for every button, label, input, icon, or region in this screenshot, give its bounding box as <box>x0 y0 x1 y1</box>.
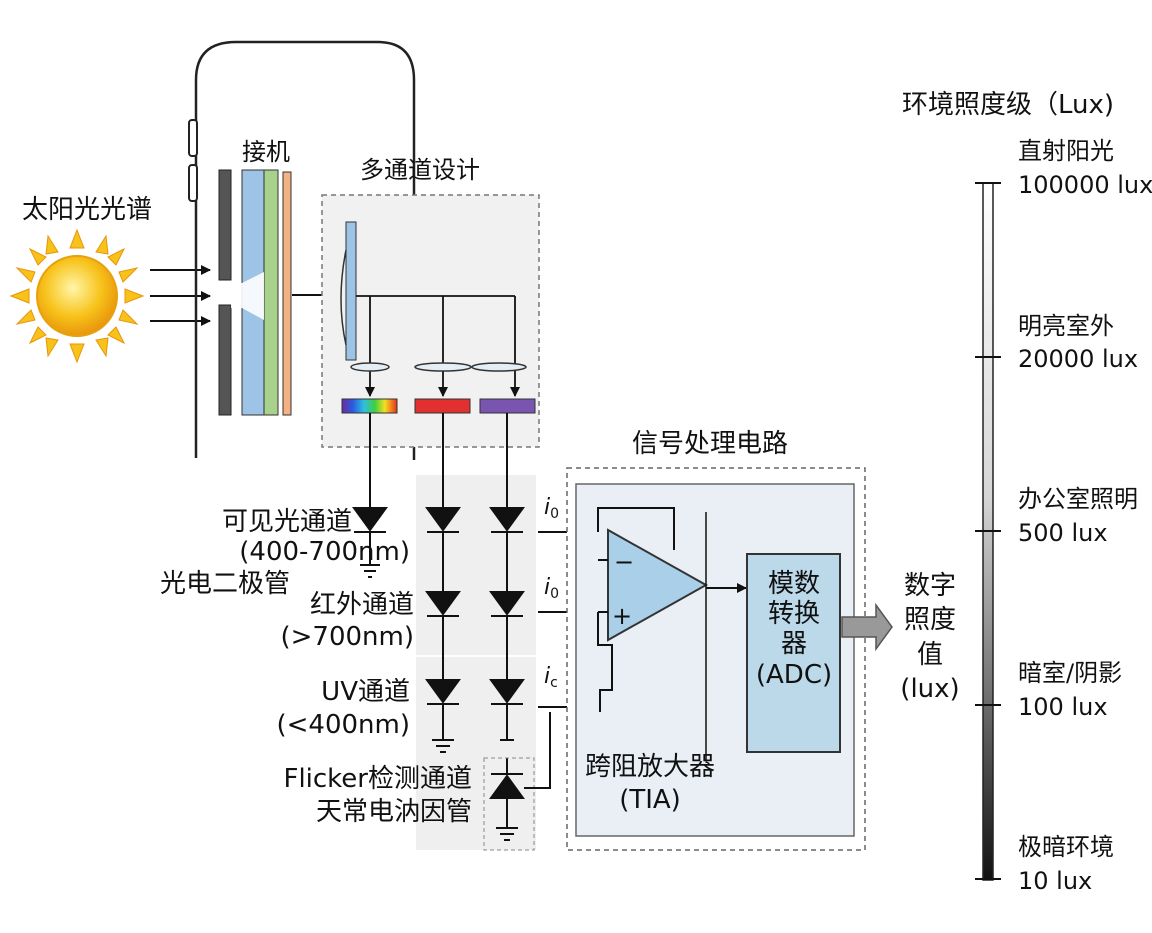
ir-filter <box>414 398 471 414</box>
scale-level-name: 明亮室外 <box>1018 312 1114 340</box>
adc-line-1: 模数 <box>768 569 820 599</box>
tia-opamp <box>597 507 747 760</box>
scale-level-value: 100000 lux <box>1018 171 1152 199</box>
visible-range-label: (400-700nm) <box>239 537 410 567</box>
signal-circuit-label: 信号处理电路 <box>632 429 788 459</box>
photodiode-column-3 <box>489 507 525 741</box>
current-3-label: ic <box>544 664 558 691</box>
tia-name-label: 跨阻放大器 <box>585 752 715 782</box>
adc-line-2: 转换 <box>768 599 820 629</box>
scale-level: 办公室照明 500 lux <box>975 485 1138 547</box>
ir-range-label: (>700nm) <box>280 622 414 652</box>
opamp-minus-label: − <box>614 548 634 576</box>
tia-abbr-label: (TIA) <box>619 785 681 815</box>
scale-level: 直射阳光 100000 lux <box>975 137 1152 199</box>
sun-icon <box>9 228 145 364</box>
visible-filter <box>341 398 398 414</box>
adc-abbr: (ADC) <box>756 660 832 690</box>
scale-level-name: 暗室/阴影 <box>1018 659 1122 687</box>
current-1-label: i0 <box>544 495 559 522</box>
uv-channel-label: UV通道 <box>321 677 410 707</box>
scale-level-name: 办公室照明 <box>1018 485 1138 513</box>
uv-filter <box>479 398 536 414</box>
photodiode-column-2 <box>425 507 461 753</box>
output-unit: (lux) <box>900 674 959 704</box>
scale-title: 环境照度级（Lux) <box>902 90 1114 120</box>
multichannel-label: 多通道设计 <box>360 156 480 184</box>
output-line-3: 值 <box>917 640 943 670</box>
scale-level-value: 100 lux <box>1018 693 1108 721</box>
adc-block <box>746 553 841 753</box>
scale-level: 明亮室外 20000 lux <box>975 312 1138 373</box>
sensor-window <box>340 221 357 361</box>
visible-photodiode <box>352 507 388 578</box>
lens-elements <box>350 362 527 372</box>
flicker-sub-label: 天常电汭因管 <box>316 797 472 827</box>
opamp-plus-label: + <box>612 602 632 630</box>
scale-level: 暗室/阴影 100 lux <box>975 659 1122 721</box>
split-lines <box>356 295 520 397</box>
photodiode-column-wires <box>369 413 508 508</box>
visible-channel-label: 可见光通道 <box>222 507 352 537</box>
solar-spectrum-label: 太阳光光谱 <box>22 195 152 225</box>
scale-level-value: 10 lux <box>1018 867 1092 895</box>
output-arrow <box>841 602 893 652</box>
scale-level-value: 500 lux <box>1018 519 1108 547</box>
flicker-photodiode <box>483 757 535 851</box>
ir-channel-label: 红外通道 <box>310 590 414 620</box>
flicker-channel-label: Flicker检测通道 <box>283 764 472 794</box>
output-line-1: 数字 <box>904 571 956 601</box>
phone-part-label: 接机 <box>242 138 290 166</box>
scale-level-value: 20000 lux <box>1018 345 1138 373</box>
photodiode-label: 光电二极管 <box>160 569 290 599</box>
current-2-label: i0 <box>544 575 559 602</box>
incoming-light-arrows <box>150 265 211 326</box>
adc-line-3: 器 <box>781 629 807 659</box>
uv-range-label: (<400nm) <box>276 710 410 740</box>
scale-level: 极暗环境 10 lux <box>975 833 1114 895</box>
scale-level-name: 直射阳光 <box>1018 137 1114 165</box>
output-line-2: 照度 <box>904 605 956 635</box>
cover-layers <box>218 169 292 416</box>
phone-outline <box>188 40 416 460</box>
scale-level-name: 极暗环境 <box>1018 833 1114 861</box>
